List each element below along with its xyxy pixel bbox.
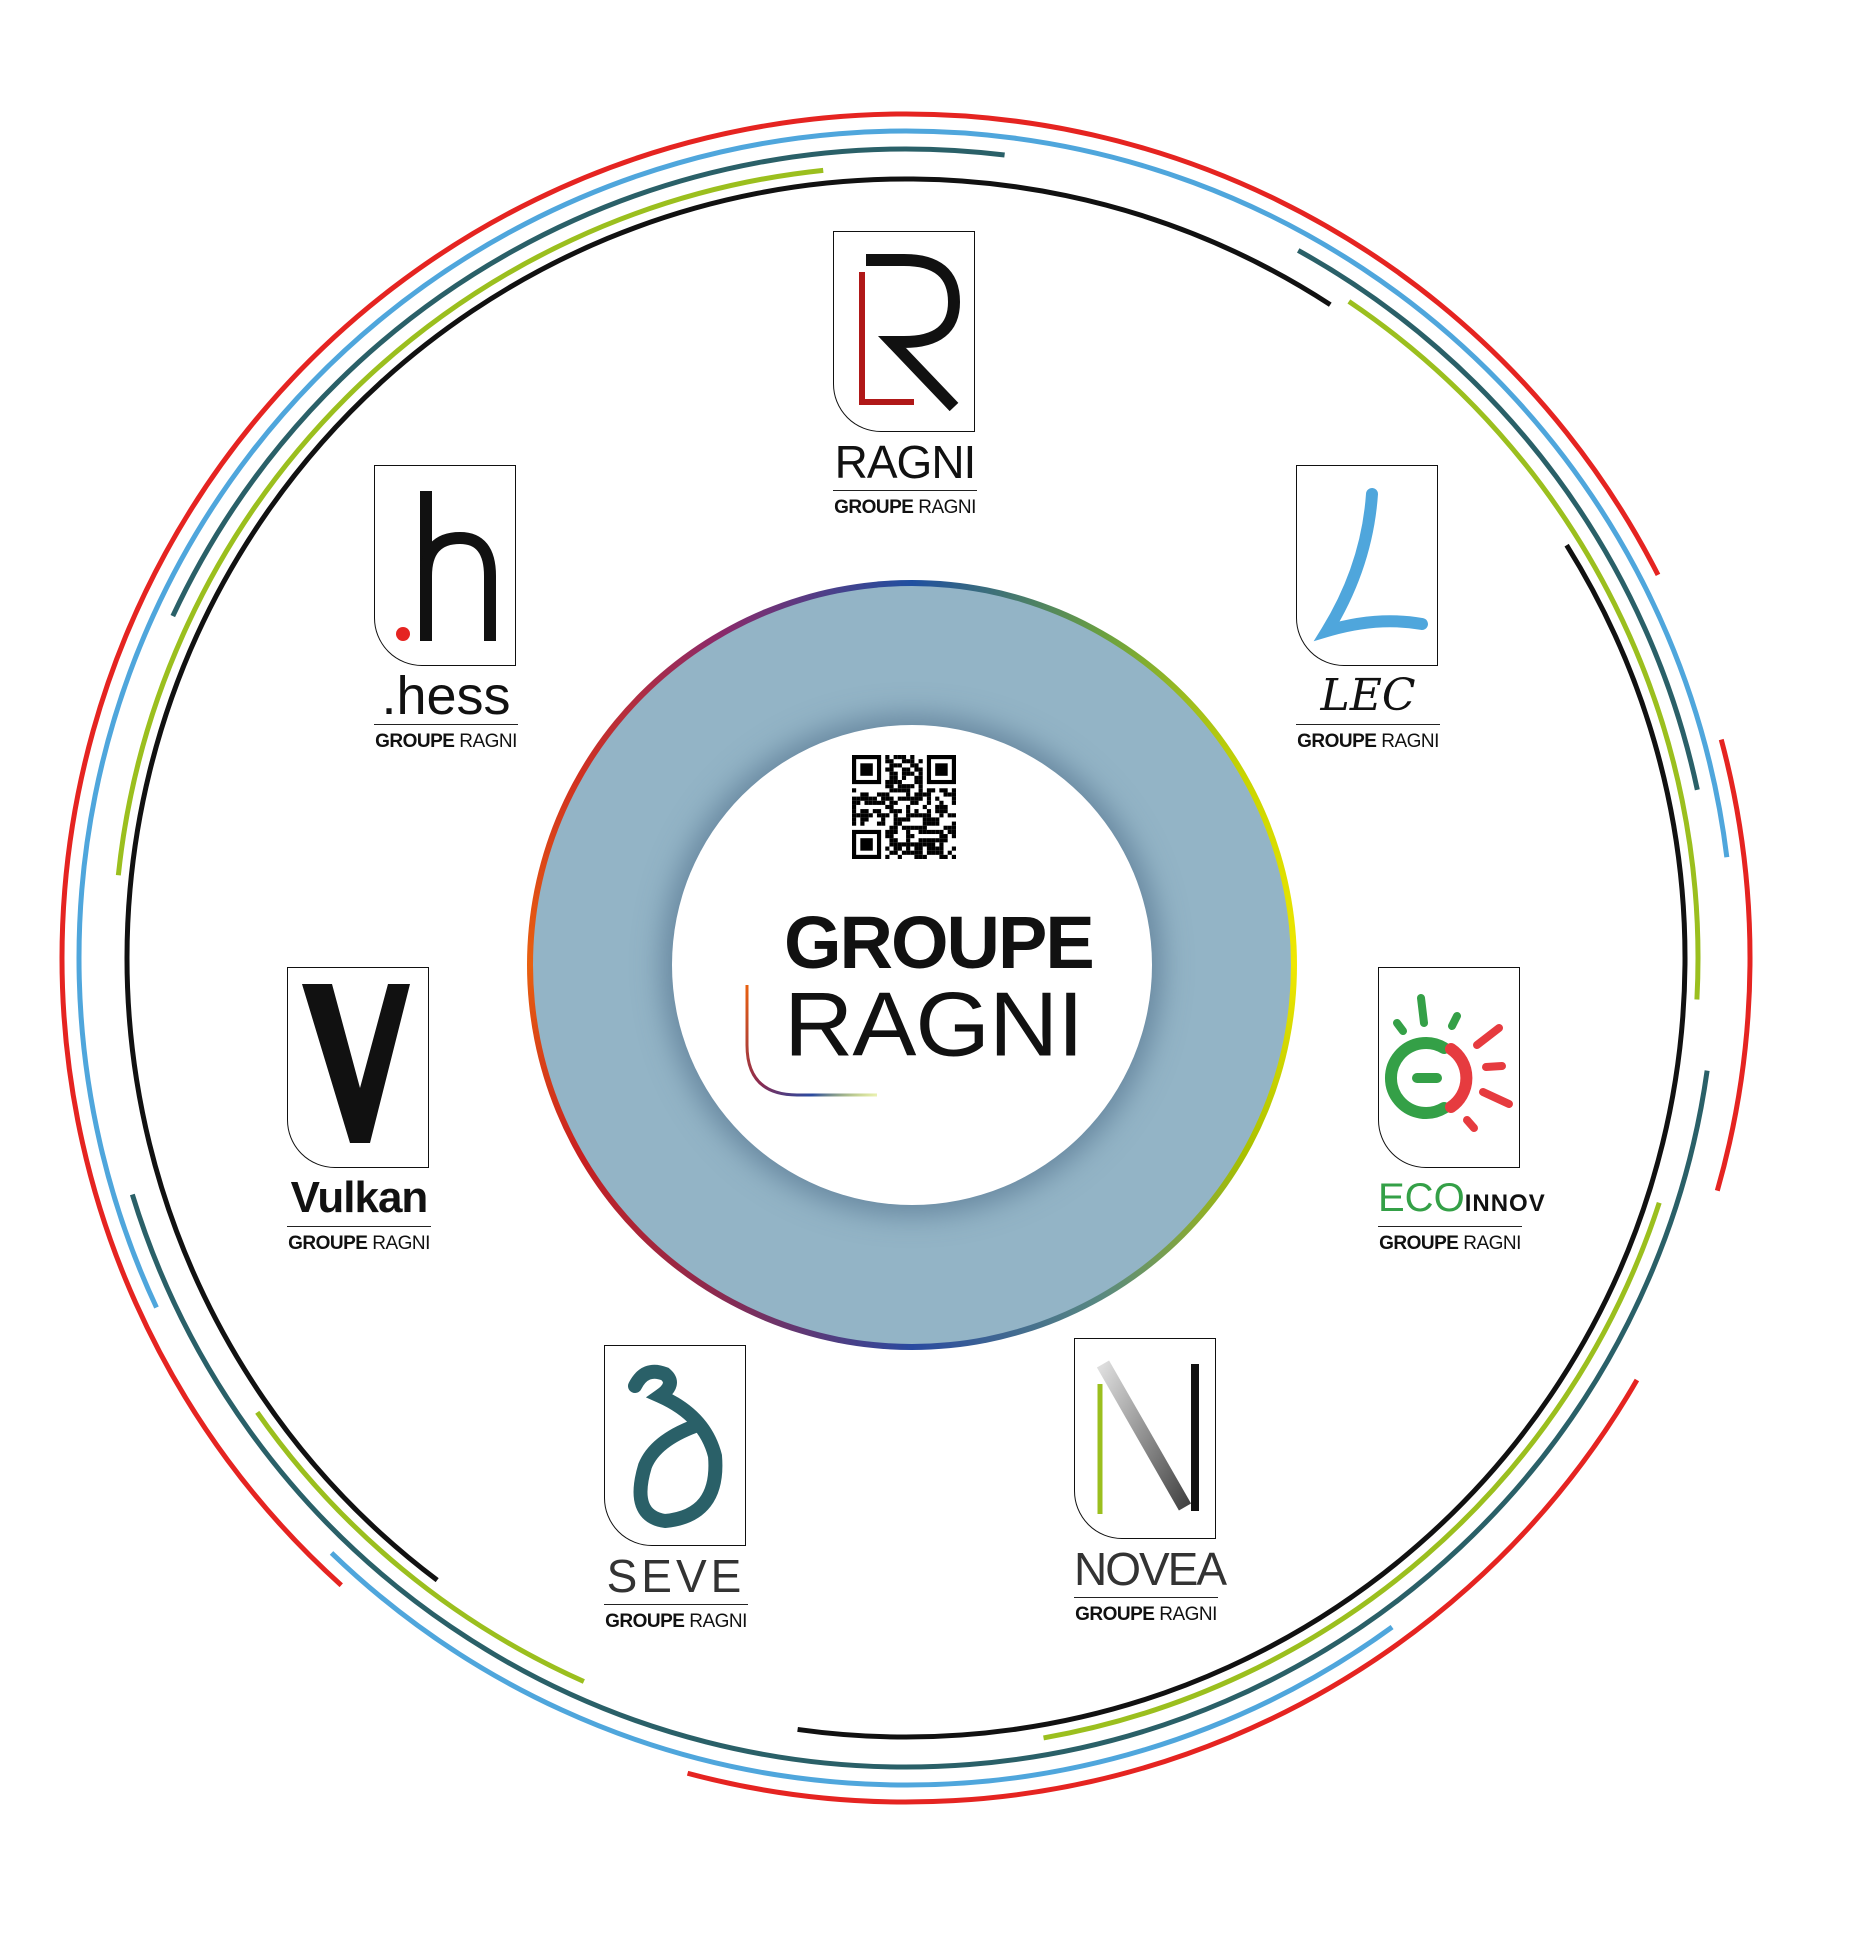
teal-arc — [129, 1070, 1710, 1770]
green-arc — [115, 167, 824, 876]
logo-name: .hess — [381, 666, 511, 726]
logo-tagline: GROUPE RAGNI — [288, 1233, 430, 1254]
center-title-ragni: RAGNI — [784, 973, 1084, 1076]
ecoinnov-emblem — [1378, 967, 1520, 1168]
black-arc — [797, 543, 1688, 1740]
hess-h-icon — [396, 491, 496, 641]
logo-seve[interactable]: SEVE GROUPE RAGNI — [604, 1345, 748, 1633]
logo-name: NOVEA — [1074, 1543, 1227, 1595]
sun-icon — [1384, 994, 1513, 1132]
vulkan-v-icon — [302, 984, 410, 1143]
red-arc — [686, 1378, 1640, 1805]
vulkan-emblem — [287, 967, 429, 1168]
logo-name: LEC — [1320, 670, 1416, 721]
logo-vulkan[interactable]: Vulkan GROUPE RAGNI — [287, 967, 431, 1255]
blue-arc — [76, 128, 1730, 1309]
blue-arc — [329, 1551, 1394, 1788]
red-arc — [59, 111, 1661, 1588]
lec-emblem — [1296, 465, 1438, 666]
logo-tagline: GROUPE RAGNI — [605, 1611, 747, 1632]
logo-lec[interactable]: LEC GROUPE RAGNI — [1296, 465, 1440, 753]
ragni-l-mark — [745, 985, 877, 1097]
logo-tagline: GROUPE RAGNI — [1297, 731, 1439, 752]
logo-ragni[interactable]: RAGNI GROUPE RAGNI — [833, 231, 977, 519]
novea-emblem — [1074, 1338, 1216, 1539]
green-arc — [1347, 299, 1701, 1000]
qr-code[interactable] — [852, 755, 956, 859]
logo-tagline: GROUPE RAGNI — [375, 731, 517, 752]
logo-name: RAGNI — [834, 436, 977, 488]
center-title-groupe: GROUPE — [784, 901, 1095, 984]
seve-emblem — [604, 1345, 746, 1546]
logo-tagline: GROUPE RAGNI — [1379, 1233, 1521, 1254]
teal-arc — [170, 146, 1005, 618]
logo-tagline: GROUPE RAGNI — [1075, 1604, 1217, 1625]
logo-name: Vulkan — [290, 1173, 429, 1222]
logo-ecoinnov[interactable]: ECOINNOV GROUPE RAGNI — [1378, 967, 1546, 1255]
logo-tagline: GROUPE RAGNI — [834, 497, 976, 518]
center-badge: GROUPE RAGNI — [672, 725, 1152, 1205]
logo-hess[interactable]: .hess GROUPE RAGNI — [374, 465, 518, 753]
lec-l-icon — [1313, 488, 1428, 642]
logo-name: ECOINNOV — [1378, 1176, 1546, 1220]
novea-n-icon — [1096, 1360, 1199, 1514]
seve-s-icon — [628, 1364, 723, 1529]
green-arc — [1043, 1201, 1662, 1741]
logo-name: SEVE — [606, 1550, 746, 1602]
teal-arc — [1296, 248, 1700, 791]
ragni-r-icon — [859, 254, 961, 412]
center-ring: GROUPE RAGNI — [527, 580, 1297, 1350]
ragni-emblem — [833, 231, 975, 432]
hess-emblem — [374, 465, 516, 666]
black-arc — [124, 176, 1332, 1583]
red-arc — [1714, 738, 1753, 1192]
green-arc — [255, 1410, 585, 1684]
logo-novea[interactable]: NOVEA GROUPE RAGNI — [1074, 1338, 1227, 1626]
